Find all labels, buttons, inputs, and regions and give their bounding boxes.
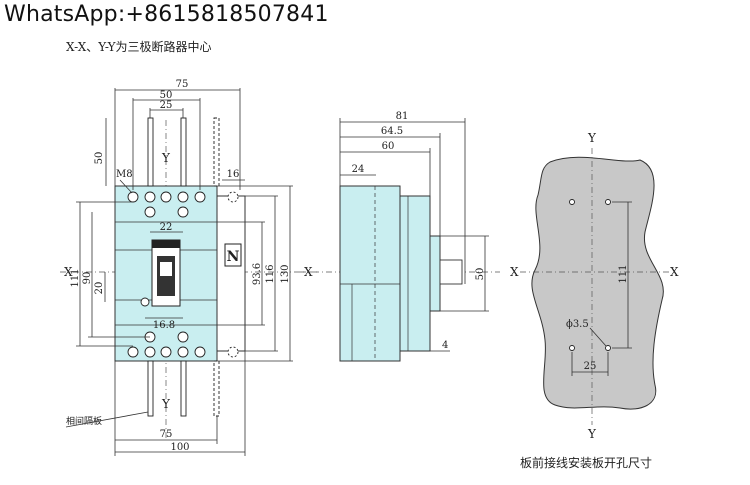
terminal-screw bbox=[177, 346, 189, 358]
terminal-screw bbox=[127, 191, 139, 203]
dim-16: 16 bbox=[227, 169, 240, 180]
dim-20: 20 bbox=[94, 282, 105, 295]
handle-slot bbox=[160, 262, 172, 276]
dim-75-bottom: 75 bbox=[160, 429, 173, 440]
axis-x-side: X bbox=[304, 265, 313, 279]
axis-x-panel-right: X bbox=[670, 265, 679, 279]
panel-plate bbox=[531, 156, 664, 410]
dim-50: 50 bbox=[160, 90, 173, 101]
partition-label: 相间隔板 bbox=[66, 415, 102, 427]
terminal-screw bbox=[144, 346, 156, 358]
terminal-screw bbox=[127, 346, 139, 358]
neutral-screw bbox=[227, 191, 239, 203]
terminal-screw bbox=[144, 206, 156, 218]
dim-90: 90 bbox=[82, 272, 93, 285]
mount-hole bbox=[605, 199, 611, 205]
panel-view: X X Y Y 111 ϕ3.5 25 bbox=[510, 131, 679, 441]
side-handle bbox=[439, 259, 463, 285]
dim-60: 60 bbox=[382, 141, 395, 152]
mount-hole bbox=[605, 345, 611, 351]
dim-50-left: 50 bbox=[94, 152, 105, 165]
dim-4: 4 bbox=[442, 340, 448, 351]
caption: 板前接线安装板开孔尺寸 bbox=[520, 456, 653, 470]
axis-y-panel-top: Y bbox=[587, 131, 597, 145]
terminal-screw bbox=[160, 346, 172, 358]
dim-93-6: 93.6 bbox=[252, 263, 263, 285]
terminal-screw bbox=[194, 191, 206, 203]
side-front bbox=[429, 235, 441, 312]
dim-25-panel: 25 bbox=[584, 361, 597, 372]
mount-hole bbox=[569, 345, 575, 351]
dim-16-8: 16.8 bbox=[153, 320, 175, 331]
side-body bbox=[339, 185, 401, 362]
terminals-top bbox=[127, 191, 239, 218]
dim-111-panel: 111 bbox=[618, 264, 629, 283]
phase-partitions bbox=[147, 117, 220, 417]
dim-100: 100 bbox=[170, 442, 189, 453]
axis-y-bottom: Y bbox=[161, 397, 171, 411]
side-cover bbox=[399, 195, 431, 352]
dim-50-side: 50 bbox=[475, 268, 486, 281]
neutral-box bbox=[224, 243, 242, 267]
terminal-screw bbox=[160, 191, 172, 203]
terminal-screw bbox=[194, 346, 206, 358]
dim-24: 24 bbox=[352, 164, 365, 175]
axis-y-panel-bottom: Y bbox=[587, 427, 597, 441]
watermark: WhatsApp:+8615818507841 bbox=[4, 2, 329, 27]
dim-phi: ϕ3.5 bbox=[566, 319, 589, 330]
dim-22: 22 bbox=[160, 222, 173, 233]
side-view: X 81 64.5 60 24 50 bbox=[300, 111, 500, 362]
dim-116: 116 bbox=[265, 264, 276, 283]
neutral-label: N bbox=[227, 249, 240, 265]
neutral-screw bbox=[227, 346, 239, 358]
dim-25: 25 bbox=[160, 100, 173, 111]
terminal-screw bbox=[177, 206, 189, 218]
axis-x-panel-left: X bbox=[510, 265, 519, 279]
axis-x-front: X bbox=[64, 265, 73, 279]
mount-hole bbox=[140, 297, 150, 307]
front-view: N 75 50 25 50 M8 Y 16 22 bbox=[60, 79, 320, 456]
neutral-pole-outline bbox=[216, 195, 246, 352]
dim-m8: M8 bbox=[116, 169, 133, 180]
terminal-screw bbox=[144, 191, 156, 203]
axis-y-top: Y bbox=[161, 151, 171, 165]
dim-130: 130 bbox=[280, 264, 291, 283]
dim-81: 81 bbox=[396, 111, 409, 122]
subtitle: X-X、Y-Y为三极断路器中心 bbox=[66, 40, 212, 54]
handle-top bbox=[152, 240, 180, 248]
terminal-screw bbox=[177, 191, 189, 203]
terminal-screw bbox=[177, 331, 189, 343]
dim-64-5: 64.5 bbox=[381, 126, 403, 137]
dim-75-top: 75 bbox=[176, 79, 189, 90]
dim-111: 111 bbox=[70, 268, 81, 287]
mount-hole bbox=[569, 199, 575, 205]
terminals-bottom bbox=[127, 297, 239, 358]
